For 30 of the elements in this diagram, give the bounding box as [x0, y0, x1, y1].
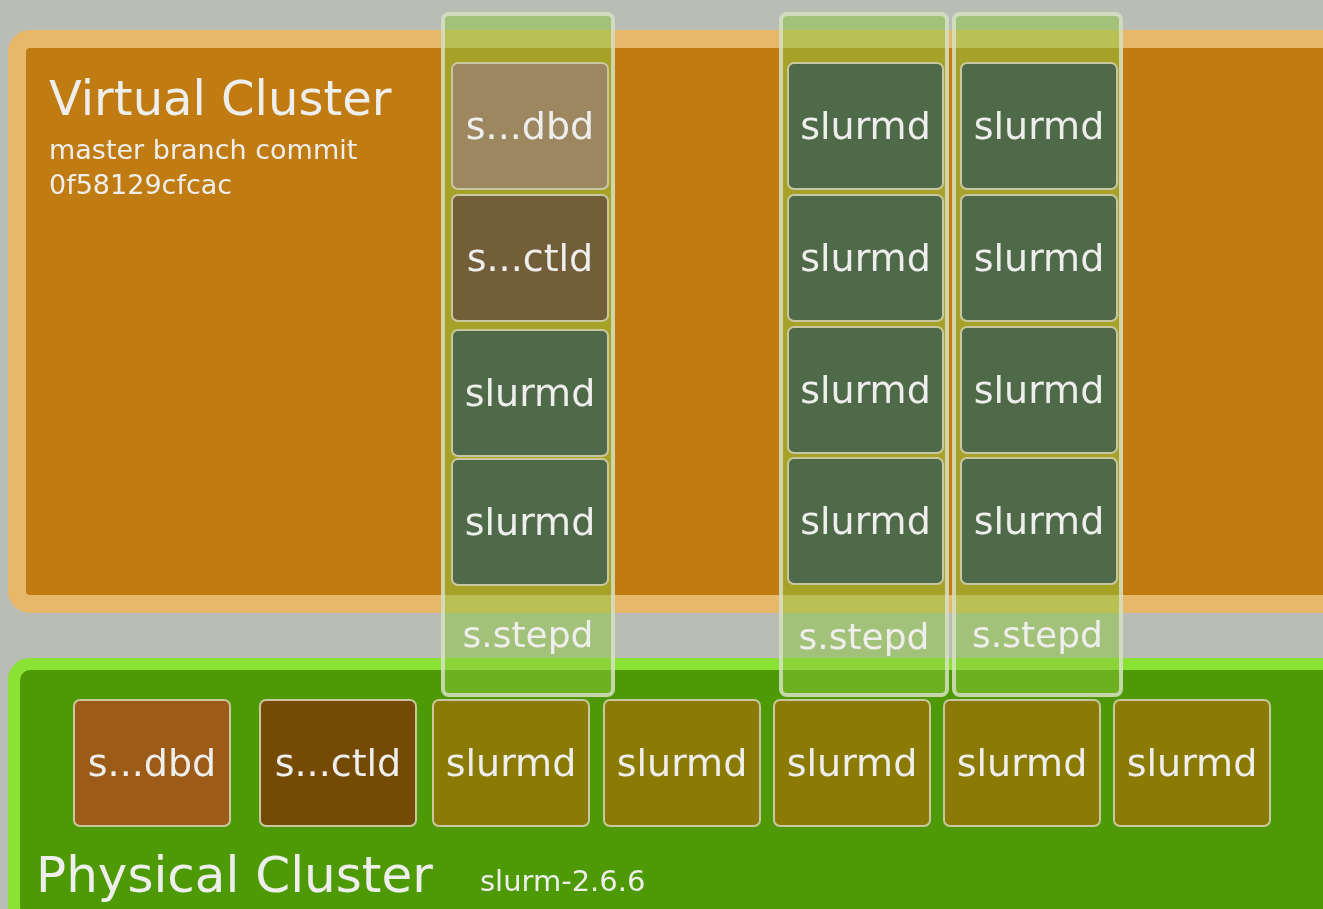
daemon-box: slurmd — [960, 326, 1118, 454]
daemon-box: s...dbd — [73, 699, 231, 827]
step-column — [952, 12, 1123, 697]
step-column — [441, 12, 615, 697]
cluster-subtitle: master branch commit 0f58129cfcac — [49, 133, 359, 203]
daemon-box: s...dbd — [451, 62, 609, 190]
daemon-box: slurmd — [787, 326, 944, 454]
daemon-box: s...ctld — [259, 699, 417, 827]
daemon-box: slurmd — [787, 62, 944, 190]
column-label: s.stepd — [972, 614, 1103, 655]
column-label: s.stepd — [462, 614, 594, 655]
daemon-box: slurmd — [1113, 699, 1271, 827]
cluster-subtitle: slurm-2.6.6 — [480, 863, 647, 900]
daemon-box: slurmd — [787, 457, 944, 585]
step-column — [779, 12, 949, 697]
daemon-box: slurmd — [432, 699, 590, 827]
cluster-panel — [8, 658, 1323, 909]
daemon-box: slurmd — [960, 194, 1118, 322]
daemon-box: slurmd — [451, 458, 609, 586]
daemon-box: slurmd — [943, 699, 1101, 827]
daemon-box: slurmd — [787, 194, 944, 322]
daemon-box: slurmd — [960, 62, 1118, 190]
daemon-box: slurmd — [960, 457, 1118, 585]
cluster-title: Virtual Cluster — [49, 72, 392, 125]
daemon-box: slurmd — [451, 329, 609, 457]
column-label: s.stepd — [798, 616, 930, 657]
daemon-box: s...ctld — [451, 194, 609, 322]
daemon-box: slurmd — [603, 699, 761, 827]
cluster-title: Physical Cluster — [36, 848, 433, 903]
daemon-box: slurmd — [773, 699, 931, 827]
